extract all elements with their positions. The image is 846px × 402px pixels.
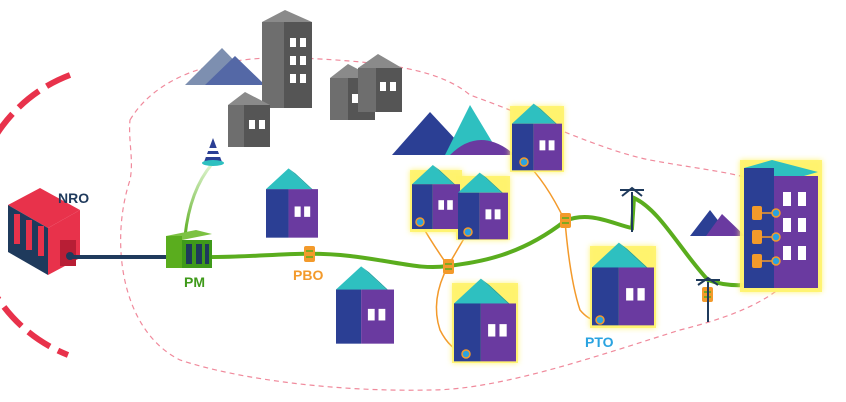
building-pbo-boxes [752,206,762,268]
mountains-right [690,210,745,236]
pm-label: PM [184,274,205,290]
building-pto-outlets [771,208,781,266]
pbo-box-hill [560,213,571,228]
house-unconnected-2 [336,266,394,344]
pbo-label: PBO [293,267,323,283]
nro-coverage-arc [0,72,72,358]
mountains-center [392,105,515,155]
pbo-box-junction [443,259,454,274]
apartment-building [744,160,818,288]
pm-cabinet [166,230,212,268]
building-drops [762,212,772,262]
nro-label: NRO [58,190,89,206]
utility-pole-icon [620,186,644,232]
utility-pole-icon-2 [696,276,720,322]
main-fiber-route [198,194,762,288]
grey-house-small [228,92,270,147]
mountains-left [185,48,265,85]
grey-tower-building [262,10,312,108]
pto-outlets [415,157,605,359]
grey-house-cluster [330,54,402,120]
pbo-splice-box [304,246,315,262]
pto-label: PTO [585,334,614,350]
house-unconnected-1 [266,168,318,238]
antenna-cone-icon [202,138,224,166]
pm-uplink [183,163,214,237]
